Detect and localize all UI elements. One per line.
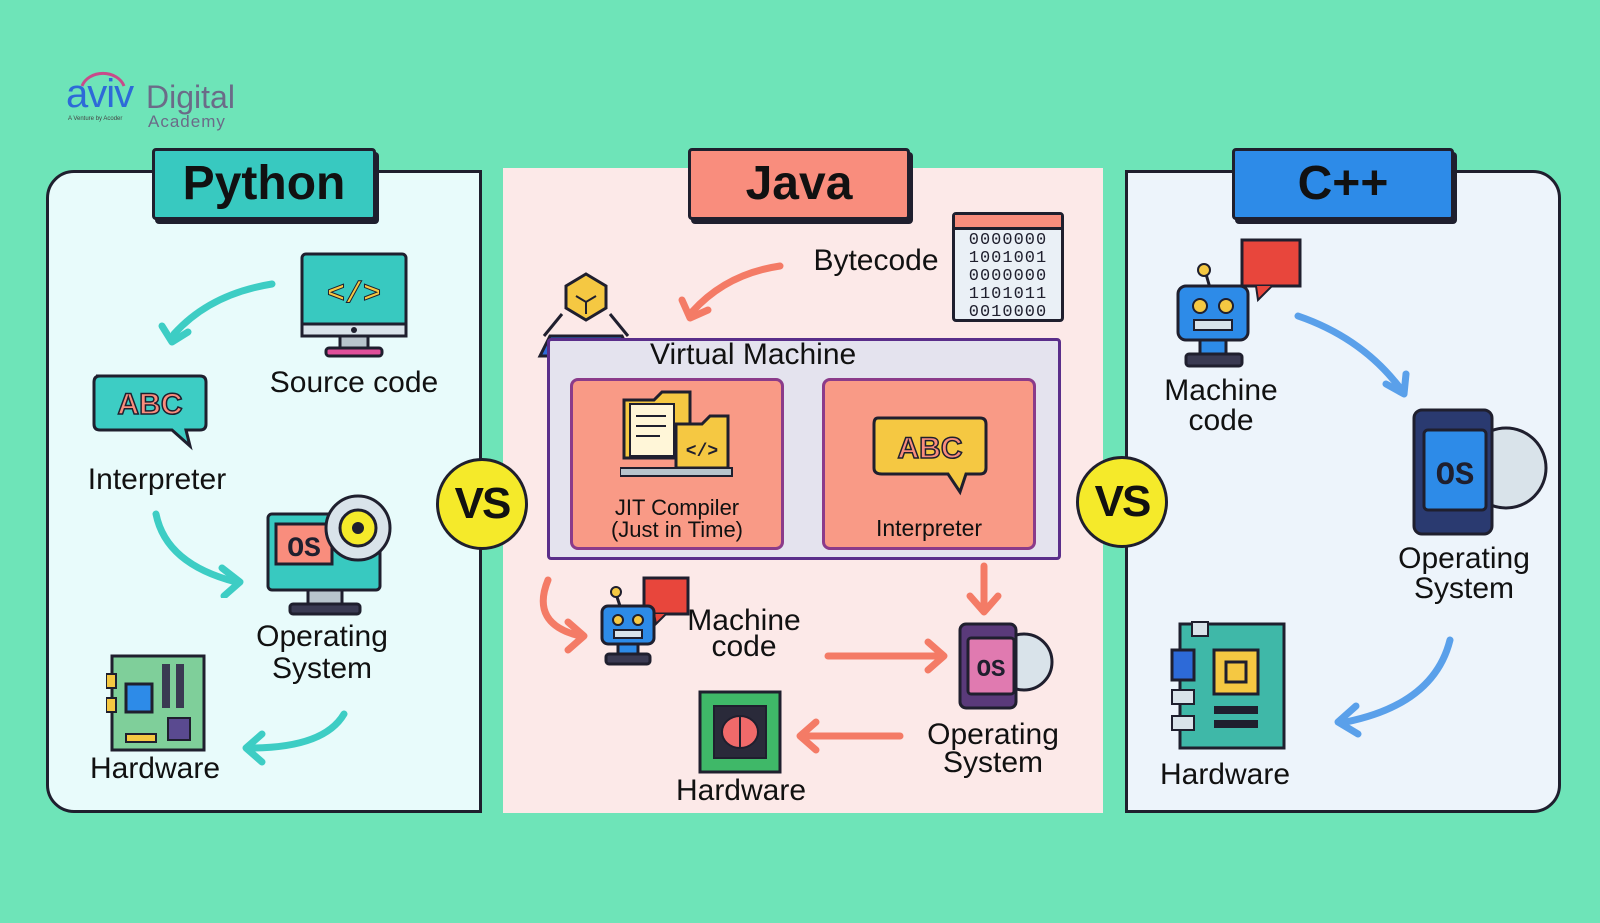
- java-machine-label-line2: code: [711, 630, 777, 663]
- python-title: Python: [152, 148, 376, 220]
- py-hardware-label: Hardware: [89, 752, 221, 785]
- brand-logo: aviv Digital A Venture by Acoder Academy: [66, 66, 246, 136]
- os-glyph: OS: [977, 657, 1006, 684]
- java-interpreter-label: Interpreter: [875, 515, 983, 541]
- cpp-title: C++: [1232, 148, 1454, 220]
- robot-icon: [600, 576, 690, 666]
- jit-label-line1: JIT Compiler: [614, 495, 740, 520]
- phone-os-disc-icon: OS: [1412, 408, 1548, 536]
- cpp-os-label-line1: Operating: [1398, 542, 1530, 575]
- java-os-label-line2: System: [942, 746, 1044, 779]
- java-vm-label: Virtual Machine: [650, 338, 857, 371]
- vs-badge-left: VS: [436, 458, 528, 550]
- folder-code-icon: </>: [620, 390, 733, 477]
- os-glyph: OS: [1436, 457, 1474, 494]
- java-arrow-interp-os: [966, 562, 1002, 616]
- monitor-code-icon: </>: [300, 252, 408, 358]
- os-glyph: OS: [287, 534, 321, 565]
- logo-tagline: A Venture by Acoder: [68, 116, 123, 122]
- logo-academy: Academy: [148, 112, 226, 131]
- java-bytecode-label: Bytecode: [813, 244, 939, 277]
- bytecode-row: 0000000: [968, 231, 1048, 250]
- jit-label-line2: (Just in Time): [610, 517, 744, 542]
- motherboard-icon: [106, 654, 206, 752]
- cpp-arrow-2: [1334, 636, 1454, 738]
- cpp-arrow-1: [1294, 312, 1410, 398]
- bytecode-row: 0000000: [968, 267, 1048, 286]
- py-arrow-2: [152, 510, 244, 598]
- bytecode-row: 0010000: [968, 303, 1048, 322]
- bytecode-row: 1001001: [968, 249, 1048, 268]
- py-source-code-label: Source code: [269, 366, 439, 399]
- abc-glyph: ABC: [898, 432, 963, 465]
- py-os-label-line2: System: [271, 652, 373, 685]
- py-os-label-line1: Operating: [256, 620, 388, 653]
- bytecode-window-icon: 0000000 1001001 0000000 1101011 0010000: [952, 212, 1064, 322]
- code-glyph: </>: [327, 278, 381, 312]
- os-monitor-disc-icon: OS: [266, 494, 392, 616]
- java-os-label-line1: Operating: [927, 718, 1059, 751]
- py-arrow-1: [158, 280, 276, 346]
- java-arrow-machine-os: [824, 638, 948, 674]
- phone-os-disc-icon: OS: [958, 622, 1054, 710]
- logo-brand: aviv: [66, 72, 134, 116]
- cpp-hardware-label: Hardware: [1159, 758, 1291, 791]
- motherboard-icon: [1170, 621, 1286, 750]
- logo-brand-suffix: Digital: [146, 79, 235, 115]
- java-arrow-os-hardware: [796, 718, 904, 754]
- vs-badge-right: VS: [1076, 456, 1168, 548]
- java-arrow-bytecode: [678, 262, 784, 322]
- speech-bubble-abc-icon: ABC: [872, 416, 988, 496]
- robot-icon: [1176, 238, 1302, 368]
- java-machine-label-line1: Machine: [687, 604, 801, 637]
- logo-arc-icon: [80, 71, 126, 87]
- cpp-os-label-line2: System: [1413, 572, 1515, 605]
- py-arrow-3: [242, 710, 348, 766]
- java-hardware-label: Hardware: [675, 774, 807, 807]
- cpp-machine-label-line1: Machine: [1164, 374, 1278, 407]
- abc-glyph: ABC: [118, 388, 183, 421]
- speech-bubble-abc-icon: ABC: [92, 374, 208, 451]
- java-title: Java: [688, 148, 910, 220]
- cpp-machine-label-line2: code: [1188, 404, 1254, 437]
- brain-chip-icon: [698, 690, 782, 774]
- bytecode-row: 1101011: [968, 285, 1048, 304]
- code-glyph: </>: [686, 442, 718, 462]
- java-arrow-vm-machine: [539, 576, 588, 654]
- py-interpreter-label: Interpreter: [87, 463, 227, 496]
